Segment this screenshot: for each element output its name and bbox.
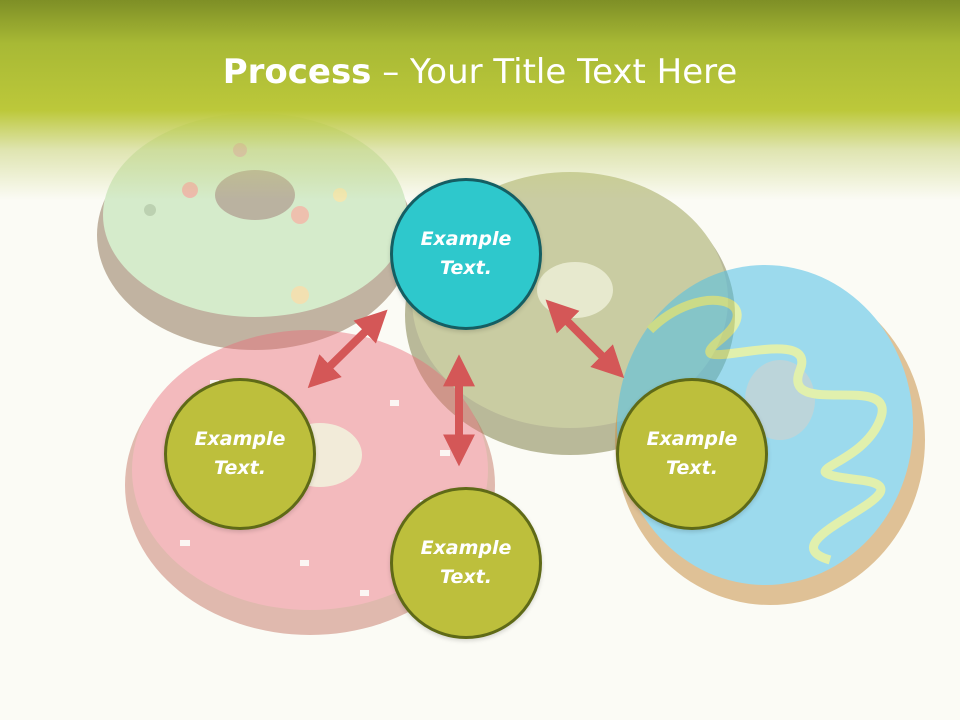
title-band (0, 0, 960, 200)
title-rest-text: – Your Title Text Here (371, 52, 738, 92)
process-node-right[interactable]: Example Text. (616, 378, 768, 530)
process-node-top[interactable]: Example Text. (390, 178, 542, 330)
process-node-right-label: Example Text. (646, 428, 738, 479)
process-node-left[interactable]: Example Text. (164, 378, 316, 530)
process-node-top-label: Example Text. (420, 228, 512, 279)
arrow-top-right (545, 299, 625, 379)
process-node-left-label: Example Text. (194, 428, 286, 479)
title-bold-text: Process (222, 52, 372, 92)
arrow-top-left (307, 309, 388, 389)
process-node-bottom-label: Example Text. (420, 537, 512, 588)
process-node-bottom[interactable]: Example Text. (390, 487, 542, 639)
slide-title: Process – Your Title Text Here (0, 52, 960, 92)
